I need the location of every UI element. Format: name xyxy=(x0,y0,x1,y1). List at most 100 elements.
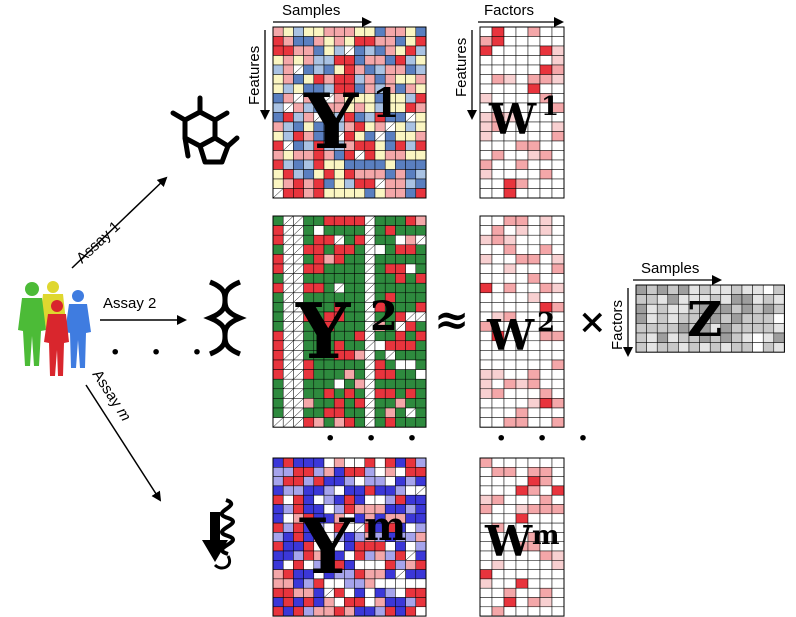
heatmap-cell xyxy=(479,359,493,370)
heatmap-cell xyxy=(405,504,417,515)
heatmap-cell xyxy=(344,476,355,487)
heatmap-cell xyxy=(272,407,284,418)
heatmap-cell xyxy=(323,606,335,617)
heatmap-cell xyxy=(313,234,325,246)
heatmap-cell xyxy=(415,169,427,180)
heatmap-cell xyxy=(354,321,366,332)
heatmap-cell xyxy=(479,45,493,56)
heatmap-cell xyxy=(303,234,315,246)
heatmap-cell xyxy=(323,55,335,66)
heatmap-cell xyxy=(405,321,417,332)
heatmap-cell xyxy=(741,284,753,295)
heatmap-cell xyxy=(479,64,493,75)
heatmap-cell xyxy=(415,150,427,161)
heatmap-cell xyxy=(374,606,386,617)
missing-cell-mark xyxy=(293,398,304,409)
heatmap-cell xyxy=(282,569,294,580)
heatmap-cell xyxy=(395,457,406,468)
heatmap-cell xyxy=(344,64,355,75)
heatmap-cell xyxy=(354,340,366,351)
heatmap-cell xyxy=(539,169,553,180)
heatmap-cell xyxy=(313,26,325,37)
heatmap-cell xyxy=(479,234,493,246)
heatmap-cell xyxy=(752,323,764,334)
heatmap-cell xyxy=(527,569,541,580)
heatmap-cell xyxy=(344,26,355,37)
heatmap-cell xyxy=(503,55,517,66)
heatmap-cell xyxy=(333,36,345,47)
heatmap-cell xyxy=(354,263,366,274)
heatmap-cell xyxy=(752,332,764,343)
heatmap-cell xyxy=(374,359,386,370)
heatmap-cell xyxy=(313,169,325,180)
heatmap-cell xyxy=(272,597,284,608)
heatmap-cell xyxy=(374,254,386,265)
missing-cell-mark xyxy=(293,359,304,370)
heatmap-cell xyxy=(313,606,325,617)
heatmap-cell xyxy=(646,342,658,353)
heatmap-cell xyxy=(293,188,304,199)
heatmap-cell xyxy=(374,215,386,226)
heatmap-cell xyxy=(415,112,427,123)
heatmap-cell xyxy=(405,587,417,598)
heatmap-cell xyxy=(515,36,529,47)
heatmap-cell xyxy=(415,369,427,380)
heatmap-cell xyxy=(415,93,427,104)
assay-dots: · · · xyxy=(110,335,212,370)
heatmap-cell xyxy=(293,476,304,487)
heatmap-cell xyxy=(415,359,427,370)
missing-cell-mark xyxy=(293,254,304,265)
heatmap-cell xyxy=(539,273,553,284)
heatmap-cell xyxy=(527,494,541,505)
heatmap-cell xyxy=(515,150,529,161)
matrix-wm xyxy=(479,457,565,617)
heatmap-cell xyxy=(503,457,517,468)
w2-letter: W xyxy=(486,311,535,360)
heatmap-cell xyxy=(364,169,376,180)
heatmap-cell xyxy=(515,457,529,468)
heatmap-cell xyxy=(293,121,304,132)
heatmap-cell xyxy=(405,485,417,496)
heatmap-cell xyxy=(333,398,345,409)
heatmap-cell xyxy=(333,378,345,390)
heatmap-cell xyxy=(333,244,345,255)
heatmap-cell xyxy=(333,597,345,608)
person-green-icon xyxy=(18,282,46,366)
heatmap-cell xyxy=(323,178,335,189)
heatmap-cell xyxy=(282,55,294,66)
heatmap-cell xyxy=(539,140,553,151)
matrix-w2 xyxy=(479,215,565,428)
heatmap-cell xyxy=(405,606,417,617)
heatmap-cell xyxy=(527,188,541,199)
ym-superscript: m xyxy=(364,503,406,550)
heatmap-cell xyxy=(303,64,315,75)
heatmap-cell xyxy=(646,303,658,315)
heatmap-cell xyxy=(282,26,294,37)
missing-cell-mark xyxy=(364,350,376,361)
heatmap-cell xyxy=(303,215,315,226)
heatmap-cell xyxy=(313,188,325,199)
heatmap-cell xyxy=(762,332,775,343)
heatmap-cell xyxy=(272,36,284,47)
heatmap-cell xyxy=(551,569,565,580)
missing-cell-mark xyxy=(405,311,416,322)
heatmap-cell xyxy=(405,83,417,94)
heatmap-cell xyxy=(491,234,505,246)
heatmap-cell xyxy=(293,178,304,189)
heatmap-cell xyxy=(667,303,679,315)
heatmap-cell xyxy=(384,159,396,170)
missing-cell-mark xyxy=(374,178,386,189)
missing-cell-mark xyxy=(283,417,294,428)
heatmap-cell xyxy=(333,388,345,399)
heatmap-cell xyxy=(527,234,541,246)
missing-cell-mark xyxy=(283,311,294,322)
heatmap-cell xyxy=(491,36,505,47)
heatmap-cell xyxy=(272,476,284,487)
matrix-border xyxy=(479,26,565,199)
heatmap-cell xyxy=(384,188,396,199)
heatmap-cell xyxy=(491,45,505,56)
heatmap-cell xyxy=(667,313,679,324)
heatmap-cell xyxy=(491,398,505,409)
heatmap-cell xyxy=(635,332,647,343)
heatmap-cell xyxy=(303,378,315,390)
